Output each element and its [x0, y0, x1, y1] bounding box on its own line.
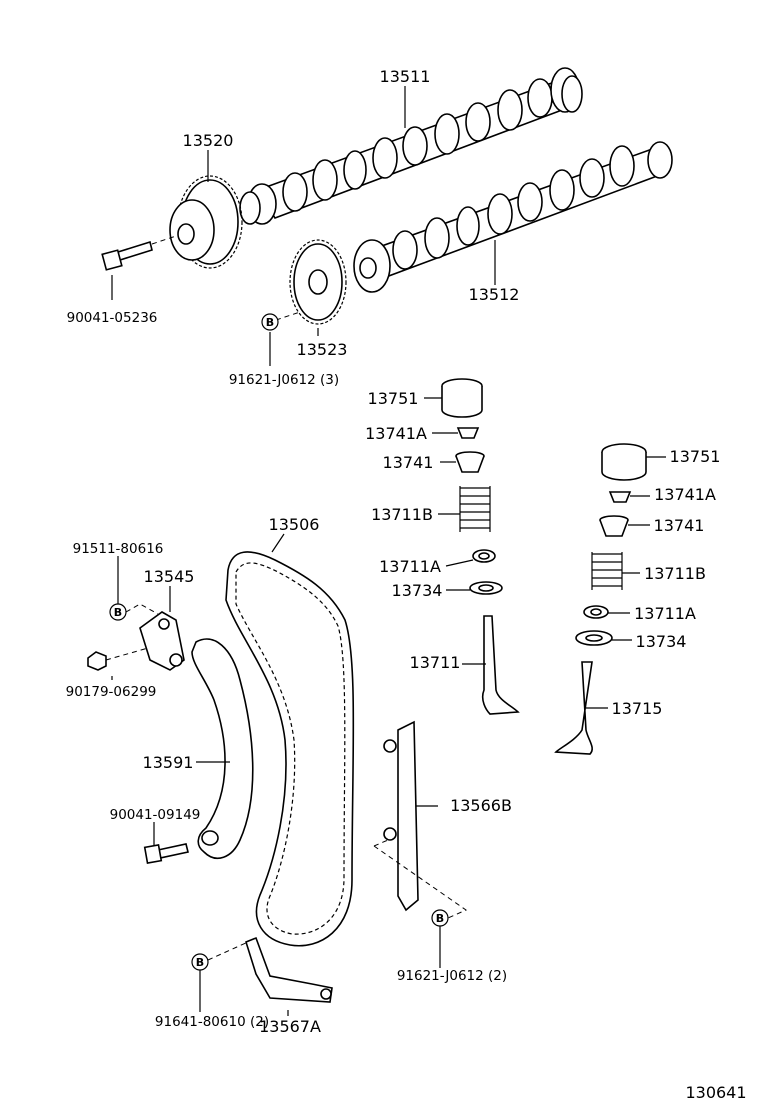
callout-b-1: B [261, 313, 279, 331]
svg-text:B: B [436, 912, 444, 925]
retainer-lock-right[interactable] [608, 491, 632, 503]
figure-number: 130641 [685, 1083, 746, 1102]
chain-slipper-13591[interactable] [191, 638, 254, 860]
label-90041-09149: 90041-09149 [110, 807, 201, 823]
cam-gear-13520[interactable] [169, 175, 243, 269]
label-91621-J0612-3: 91621-J0612 (3) [229, 372, 339, 388]
label-13523: 13523 [297, 340, 348, 359]
label-13734-right: 13734 [636, 632, 687, 651]
label-13741-right: 13741 [654, 516, 705, 535]
label-13734-left: 13734 [392, 581, 443, 600]
label-13741A-right: 13741A [654, 485, 716, 504]
label-91641-80610-2: 91641-80610 (2) [155, 1014, 269, 1030]
label-13715: 13715 [612, 699, 663, 718]
label-13751-left: 13751 [368, 389, 419, 408]
label-13711B-left: 13711B [371, 505, 433, 524]
seat-right[interactable] [575, 630, 613, 646]
seat-left[interactable] [469, 581, 503, 595]
label-13566B: 13566B [450, 796, 512, 815]
spring-left[interactable] [459, 486, 491, 532]
label-90179-06299: 90179-06299 [66, 684, 157, 700]
tensioner-13545[interactable] [139, 611, 185, 671]
label-13741A-left: 13741A [365, 424, 427, 443]
label-13751-right: 13751 [670, 447, 721, 466]
camshaft-13511[interactable] [239, 67, 583, 225]
dash-bolt-gear-1 [151, 235, 177, 245]
retainer-lock-left[interactable] [456, 427, 480, 439]
label-13591: 13591 [143, 753, 194, 772]
svg-text:B: B [196, 956, 204, 969]
callout-b-2: B [109, 603, 127, 621]
label-13711: 13711 [410, 653, 461, 672]
label-13506: 13506 [269, 515, 320, 534]
leader-lines-valves [424, 397, 666, 709]
dash-bolt-gear [275, 311, 301, 321]
label-13711A-left: 13711A [379, 557, 441, 576]
label-13545: 13545 [144, 567, 195, 586]
lifter-right[interactable] [601, 443, 647, 481]
bolt-90041-05236[interactable] [101, 240, 153, 271]
lifter-left[interactable] [441, 378, 483, 418]
nut-90179-06299[interactable] [87, 651, 107, 671]
label-13567A: 13567A [259, 1017, 321, 1036]
seal-left[interactable] [472, 549, 496, 563]
chain-damper-13566B[interactable] [383, 720, 419, 912]
label-13711A-right: 13711A [634, 604, 696, 623]
label-13511: 13511 [380, 67, 431, 86]
bolt-90041-09149[interactable] [143, 843, 189, 865]
cam-gear-13523[interactable] [289, 239, 347, 325]
label-13711B-right: 13711B [644, 564, 706, 583]
label-91621-J0612-2: 91621-J0612 (2) [397, 968, 507, 984]
camshaft-13512[interactable] [353, 141, 673, 293]
label-13512: 13512 [469, 285, 520, 304]
chain-guide-13567A[interactable] [245, 936, 333, 1003]
leader-lines-top [111, 86, 496, 366]
retainer-left[interactable] [455, 451, 485, 473]
label-13741-left: 13741 [383, 453, 434, 472]
label-13520: 13520 [183, 131, 234, 150]
seal-right[interactable] [583, 605, 609, 619]
valve-13715[interactable] [554, 661, 593, 755]
label-90041-05236: 90041-05236 [67, 310, 158, 326]
timing-chain-13506[interactable] [225, 551, 355, 947]
spring-right[interactable] [591, 552, 623, 590]
leader-lines-lower [111, 533, 441, 1016]
callout-b-3: B [431, 909, 449, 927]
svg-text:B: B [266, 316, 274, 329]
retainer-right[interactable] [599, 515, 629, 537]
callout-b-4: B [191, 953, 209, 971]
valve-13711[interactable] [481, 615, 520, 715]
label-91511-80616: 91511-80616 [73, 541, 164, 557]
dash-lines-lower [105, 603, 468, 961]
svg-text:B: B [114, 606, 122, 619]
